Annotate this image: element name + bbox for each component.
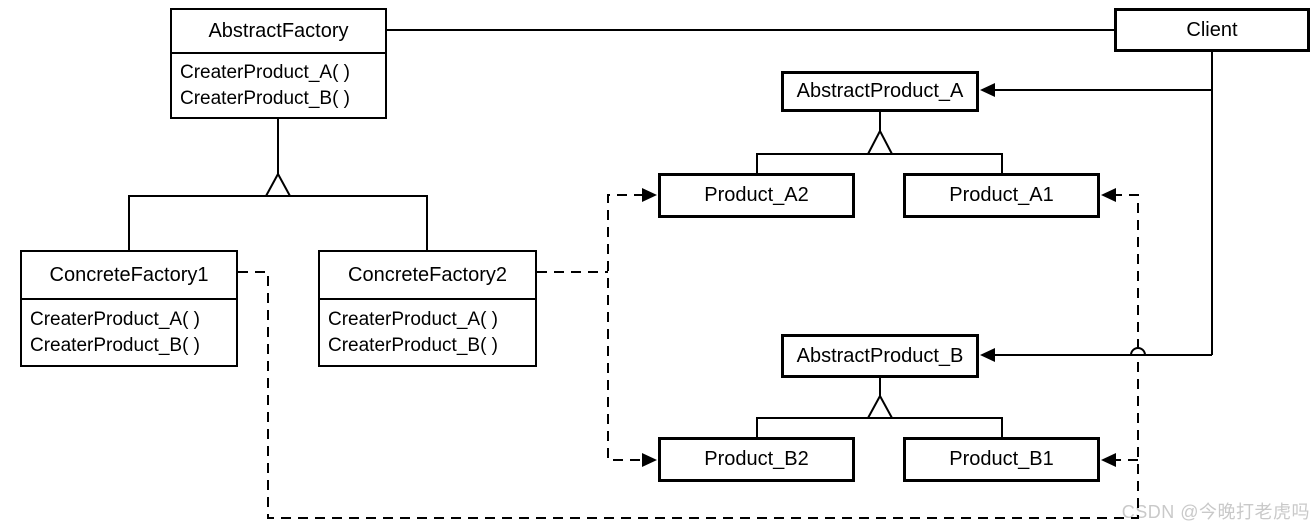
class-box-product-b2: Product_B2 [658,437,855,482]
class-box-concrete-factory1: ConcreteFactory1 CreaterProduct_A( ) Cre… [20,250,238,367]
generalization-triangle-factory [264,171,292,197]
class-methods: CreaterProduct_A( ) CreaterProduct_B( ) [320,300,535,365]
class-title: Product_B2 [704,448,809,470]
method-label: CreaterProduct_A( ) [30,308,201,330]
csdn-watermark: CSDN @今晚打老虎吗 [1121,502,1310,522]
class-box-product-a1: Product_A1 [903,173,1100,218]
class-title: ConcreteFactory2 [320,252,535,300]
generalization-triangle-product-b [866,393,894,419]
class-box-client: Client [1114,8,1310,52]
class-box-abstract-product-b: AbstractProduct_B [781,334,979,378]
arrowhead-into-product-b2 [642,453,657,467]
class-methods: CreaterProduct_A( ) CreaterProduct_B( ) [22,300,236,365]
arrowhead-into-abstract-product-b [980,348,995,362]
class-box-abstract-factory: AbstractFactory CreaterProduct_A( ) Crea… [170,8,387,119]
line-crossing-hop [1130,347,1146,356]
arrowhead-into-product-a1 [1101,188,1116,202]
arrowhead-into-abstract-product-a [980,83,995,97]
class-title: AbstractProduct_B [796,344,964,367]
method-label: CreaterProduct_B( ) [180,87,351,109]
method-label: CreaterProduct_B( ) [30,334,201,356]
class-title: Product_A1 [949,184,1054,206]
class-title: Client [1186,18,1238,41]
class-box-abstract-product-a: AbstractProduct_A [781,71,979,112]
class-title: Product_B1 [949,448,1054,470]
class-title: ConcreteFactory1 [22,252,236,300]
generalization-triangle-product-a [866,128,894,155]
generalization-product-b-branch [756,417,1003,437]
class-title: Product_A2 [704,184,809,206]
arrowhead-into-product-a2 [642,188,657,202]
class-title: AbstractProduct_A [796,80,964,102]
generalization-factory-branch [128,195,428,250]
method-label: CreaterProduct_B( ) [328,334,499,356]
method-label: CreaterProduct_A( ) [180,61,351,83]
dependency-cf2-to-products [607,194,644,461]
class-box-product-a2: Product_A2 [658,173,855,218]
class-title: AbstractFactory [172,10,385,54]
class-box-concrete-factory2: ConcreteFactory2 CreaterProduct_A( ) Cre… [318,250,537,367]
generalization-product-a-branch [756,153,1003,173]
class-methods: CreaterProduct_A( ) CreaterProduct_B( ) [172,54,385,117]
arrowhead-into-product-b1 [1101,453,1116,467]
method-label: CreaterProduct_A( ) [328,308,499,330]
class-box-product-b1: Product_B1 [903,437,1100,482]
dependency-cf1-to-product-a1 [1114,194,1139,349]
